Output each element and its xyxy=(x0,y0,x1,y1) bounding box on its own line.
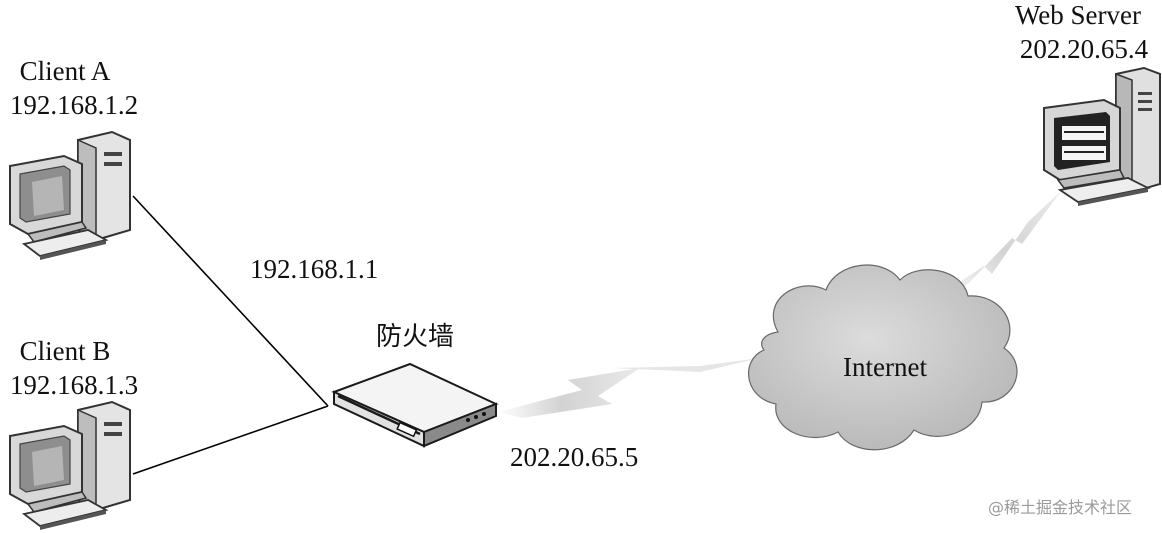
client-b-computer-icon xyxy=(9,400,131,530)
client-a-name-label: Client A xyxy=(19,56,111,86)
web-server-ip-label: 202.20.65.4 xyxy=(1019,34,1149,64)
lightning-link-icon xyxy=(612,358,760,372)
watermark: @稀土掘金技术社区 xyxy=(988,498,1133,517)
client-a-ip-label: 192.168.1.2 xyxy=(9,90,139,120)
internet-cloud-icon xyxy=(748,264,1018,451)
client-b-ip-label: 192.168.1.3 xyxy=(9,370,139,400)
firewall-inner-ip-label: 192.168.1.1 xyxy=(250,254,379,284)
firewall-outer-ip-label: 202.20.65.5 xyxy=(510,442,639,472)
lightning-link-icon xyxy=(498,368,640,418)
client-a-computer-icon xyxy=(9,130,131,260)
link-client-b-firewall xyxy=(132,405,329,475)
web-server-name-label: Web Server xyxy=(1014,0,1142,30)
internet-label: Internet xyxy=(843,352,927,382)
firewall-name-label: 防火墙 xyxy=(376,322,455,352)
client-b-name-label: Client B xyxy=(19,336,111,366)
firewall-device-icon xyxy=(331,362,499,448)
web-server-computer-icon xyxy=(1043,66,1161,206)
link-client-a-firewall xyxy=(132,195,329,407)
